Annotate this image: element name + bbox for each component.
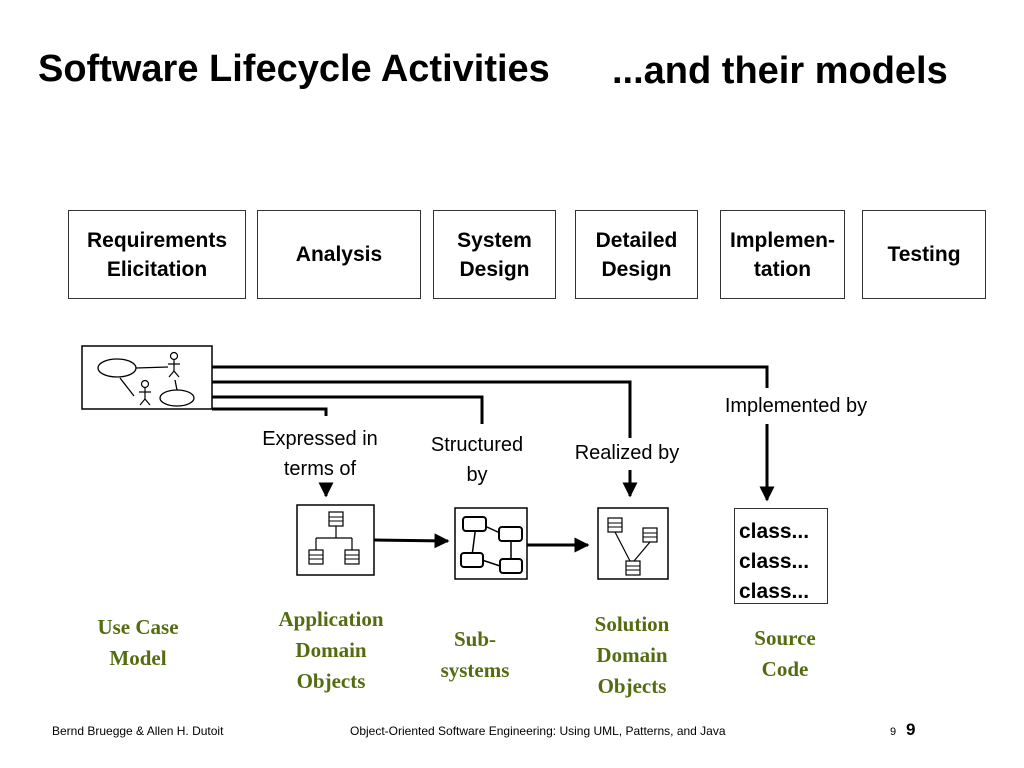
label-structured-by: Structured by xyxy=(430,434,524,486)
footer-page-number: 9 xyxy=(906,720,916,739)
object-diagram-icon xyxy=(597,507,669,580)
label-implemented-by: Implemented by xyxy=(724,395,868,417)
slide-subtitle: ...and their models xyxy=(612,50,948,92)
label-realized-by: Realized by xyxy=(574,442,680,464)
activity-testing: Testing xyxy=(862,210,986,299)
activity-requirements-elicitation: Requirements Elicitation xyxy=(68,210,246,299)
activity-implementation: Implemen- tation xyxy=(720,210,845,299)
label-expressed-in-terms-of: Expressed in terms of xyxy=(262,428,378,480)
footer-book-title: Object-Oriented Software Engineering: Us… xyxy=(350,724,726,738)
footer-page-number-small: 9 xyxy=(890,726,897,738)
model-label-application-domain: Application Domain Objects xyxy=(278,607,384,693)
subsystem-diagram-icon xyxy=(454,507,528,580)
model-label-source-code: Source Code xyxy=(754,626,816,681)
model-label-solution-domain: Solution Domain Objects xyxy=(594,612,670,698)
use-case-diagram-icon xyxy=(81,345,213,410)
class-diagram-icon xyxy=(296,504,375,576)
model-label-subsystems: Sub- systems xyxy=(440,627,510,682)
source-code-box: class... class... class... xyxy=(734,508,828,604)
connector-lines xyxy=(212,365,769,438)
down-arrows xyxy=(318,424,775,502)
model-arrows xyxy=(373,533,590,553)
slide-title: Software Lifecycle Activities xyxy=(38,48,550,90)
footer-authors: Bernd Bruegge & Allen H. Dutoit xyxy=(52,724,224,738)
model-label-use-case: Use Case Model xyxy=(97,615,179,670)
activity-system-design: System Design xyxy=(433,210,556,299)
activity-analysis: Analysis xyxy=(257,210,421,299)
activity-detailed-design: Detailed Design xyxy=(575,210,698,299)
